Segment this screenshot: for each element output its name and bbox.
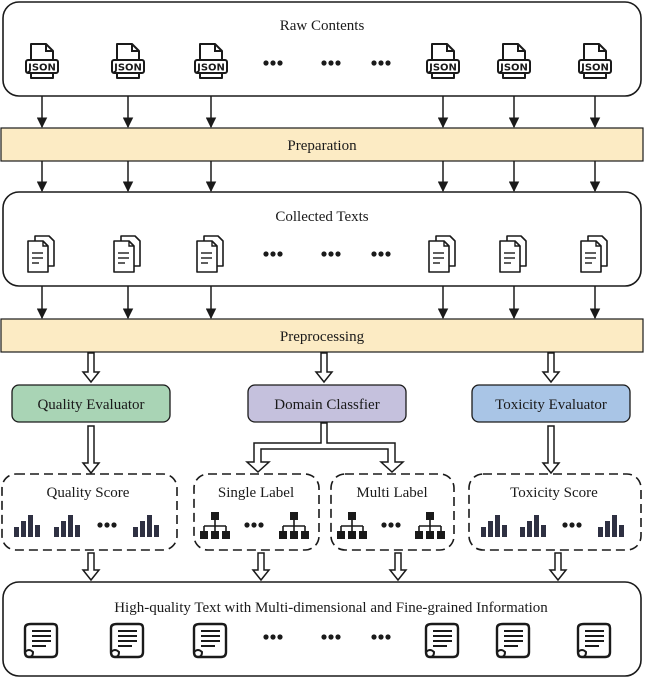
json-file-icon: JSON (194, 43, 228, 79)
output-title: High-quality Text with Multi-dimensional… (114, 600, 548, 616)
hollow-arrow (81, 352, 101, 384)
bar-chart-icon (598, 515, 624, 537)
raw-contents-box (2, 1, 642, 97)
ellipsis-icon (562, 522, 582, 528)
hollow-arrow (388, 552, 408, 582)
scroll-document-icon (23, 622, 59, 659)
hierarchy-icon (279, 512, 309, 539)
ellipsis-icon (263, 251, 283, 257)
bar-chart-icon (481, 515, 507, 537)
result-icons (14, 512, 624, 539)
ellipsis-icon (381, 522, 401, 528)
collected-texts-box (2, 191, 642, 287)
collected-icons (27, 235, 608, 273)
output-box (2, 581, 642, 677)
toxicity-score-label: Toxicity Score (510, 485, 598, 501)
preparation-label: Preparation (287, 138, 357, 154)
bar-chart-icon (133, 515, 159, 537)
quality-score-label: Quality Score (47, 485, 130, 501)
ellipsis-icon (263, 634, 283, 640)
ellipsis-icon (321, 251, 341, 257)
raw-contents-title: Raw Contents (280, 18, 365, 34)
scroll-document-icon (109, 622, 145, 659)
json-file-icon: JSON (426, 43, 460, 79)
hierarchy-icon (200, 512, 230, 539)
json-text: JSON (428, 63, 457, 74)
branch-arrow (245, 422, 405, 474)
ellipsis-icon (371, 60, 391, 66)
raw-icons: JSON JSON JSON JSON JSON JSON (25, 43, 612, 79)
hollow-arrow (81, 552, 101, 582)
flow-arrows (36, 96, 601, 320)
ellipsis-icon (371, 634, 391, 640)
bar-chart-icon (520, 515, 546, 537)
toxicity-evaluator-label: Toxicity Evaluator (495, 397, 607, 413)
hollow-arrow (314, 352, 334, 384)
document-stack-icon (499, 235, 527, 273)
hollow-arrow (251, 552, 271, 582)
multi-label-label: Multi Label (356, 485, 427, 501)
json-text: JSON (27, 63, 56, 74)
document-stack-icon (428, 235, 456, 273)
quality-evaluator-box (11, 384, 171, 423)
single-label-label: Single Label (218, 485, 294, 501)
hierarchy-icon (337, 512, 367, 539)
preprocessing-band (0, 318, 644, 353)
domain-classifier-box (247, 384, 407, 423)
json-text: JSON (499, 63, 528, 74)
json-text: JSON (580, 63, 609, 74)
ellipsis-icon (321, 60, 341, 66)
hierarchy-icon (415, 512, 445, 539)
document-stack-icon (27, 235, 55, 273)
document-stack-icon (580, 235, 608, 273)
domain-classifier-label: Domain Classfier (274, 397, 379, 413)
bar-chart-icon (54, 515, 80, 537)
ellipsis-icon (244, 522, 264, 528)
hollow-arrow (541, 352, 561, 384)
json-text: JSON (196, 63, 225, 74)
preparation-band (0, 127, 644, 162)
ellipsis-icon (371, 251, 391, 257)
scroll-document-icon (424, 622, 460, 659)
scroll-document-icon (192, 622, 228, 659)
hollow-arrows (81, 352, 568, 582)
preprocessing-label: Preprocessing (280, 329, 365, 345)
ellipsis-icon (97, 522, 117, 528)
ellipsis-icon (263, 60, 283, 66)
quality-evaluator-label: Quality Evaluator (37, 397, 144, 413)
json-text: JSON (113, 63, 142, 74)
json-file-icon: JSON (497, 43, 531, 79)
output-icons (23, 622, 612, 659)
json-file-icon: JSON (111, 43, 145, 79)
ellipsis-icon (321, 634, 341, 640)
document-stack-icon (196, 235, 224, 273)
json-file-icon: JSON (578, 43, 612, 79)
hollow-arrow (81, 425, 101, 475)
hollow-arrow (541, 425, 561, 475)
scroll-document-icon (576, 622, 612, 659)
json-file-icon: JSON (25, 43, 59, 79)
collected-texts-title: Collected Texts (275, 209, 368, 225)
hollow-arrow (548, 552, 568, 582)
bar-chart-icon (14, 515, 40, 537)
toxicity-evaluator-box (471, 384, 631, 423)
scroll-document-icon (495, 622, 531, 659)
document-stack-icon (113, 235, 141, 273)
